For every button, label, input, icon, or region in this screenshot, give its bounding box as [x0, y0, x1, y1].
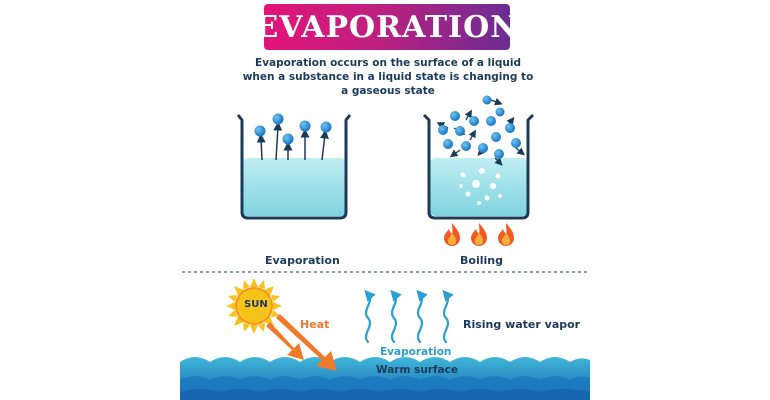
- flame-icon: [498, 223, 514, 246]
- boiling-beaker-label: Boiling: [460, 254, 503, 267]
- flame-icon: [471, 223, 487, 246]
- title-banner: EVAPORATION: [255, 4, 518, 50]
- vapor-arrows: [364, 289, 454, 344]
- sun-label: SUN: [244, 299, 268, 310]
- molecule: [482, 95, 492, 105]
- heat-label: Heat: [300, 318, 330, 331]
- molecule: [491, 132, 501, 142]
- evaporation-scene-label: Evaporation: [380, 346, 452, 358]
- molecule: [469, 116, 479, 126]
- molecule: [495, 107, 505, 117]
- description-line: Evaporation occurs on the surface of a l…: [255, 57, 521, 69]
- molecule: [511, 138, 521, 148]
- flame-icons: [444, 223, 514, 246]
- beaker-water: [430, 158, 528, 216]
- molecule: [494, 149, 504, 159]
- sea: [180, 357, 590, 400]
- molecule: [299, 120, 311, 132]
- surface-label: Warm surface: [376, 364, 458, 376]
- molecule: [505, 123, 515, 133]
- evaporation-beaker-label: Evaporation: [265, 254, 340, 267]
- molecule: [254, 125, 266, 137]
- beaker-glass: [236, 114, 352, 220]
- molecule: [450, 111, 460, 121]
- molecule: [438, 125, 448, 135]
- sun-icon: [226, 278, 282, 334]
- molecule: [461, 141, 471, 151]
- beaker-glass: [422, 113, 535, 220]
- molecule: [443, 139, 453, 149]
- beaker-water: [242, 158, 346, 216]
- description-line: when a substance in a liquid state is ch…: [242, 71, 534, 83]
- page-title: EVAPORATION: [255, 9, 519, 45]
- vapor-label: Rising water vapor: [463, 318, 581, 331]
- description-line: a gaseous state: [341, 85, 435, 97]
- molecule: [282, 133, 294, 145]
- molecule: [486, 116, 496, 126]
- heat-arrows: [266, 314, 337, 371]
- molecule: [455, 126, 465, 136]
- boiling-beaker: [422, 95, 535, 220]
- evaporation-beaker: [236, 113, 352, 220]
- description: Evaporation occurs on the surface of a l…: [240, 56, 536, 98]
- molecule: [320, 121, 332, 133]
- molecule: [478, 143, 488, 153]
- flame-icon: [444, 223, 460, 246]
- molecule: [272, 113, 284, 125]
